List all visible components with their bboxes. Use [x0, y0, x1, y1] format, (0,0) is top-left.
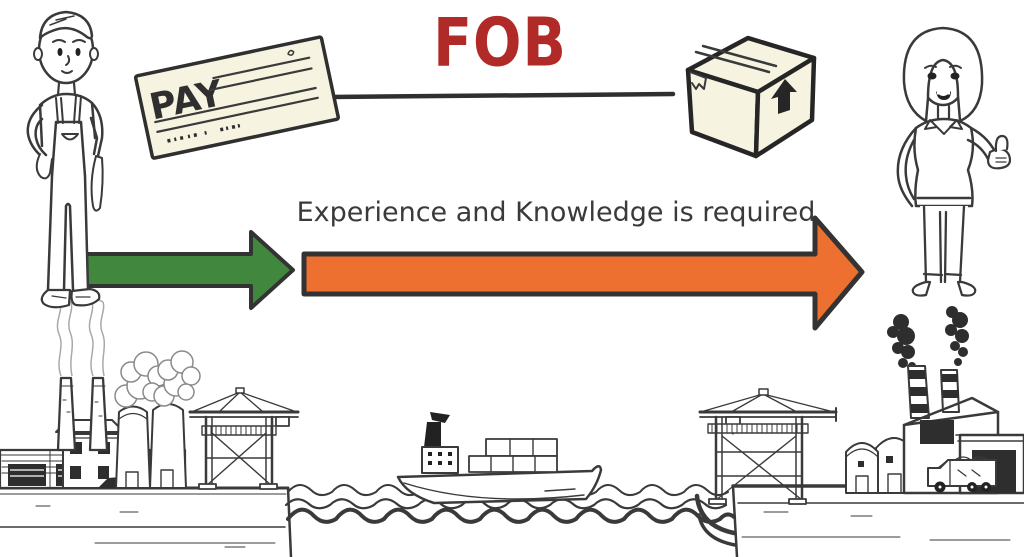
woman-eye: [950, 72, 960, 80]
buyer-character: [896, 26, 1012, 297]
woman-pants-fill: [920, 206, 968, 282]
box-tape-lines: [694, 44, 778, 74]
seller-character: [26, 10, 104, 309]
port-crane-right-icon: [698, 388, 838, 505]
silo-dome: [845, 442, 879, 494]
green-arrow-shape: [57, 230, 295, 310]
factory-left-icon: [0, 299, 201, 490]
man-eye: [75, 48, 81, 56]
orange-arrow-shape: [301, 215, 865, 331]
man-shoe: [40, 288, 72, 309]
orange-arrow-icon: [301, 215, 865, 331]
woman-eye: [927, 72, 937, 80]
truck-icon: [927, 456, 997, 493]
man-eye: [57, 48, 63, 56]
woman-shoe: [956, 280, 977, 297]
tower-steam: [114, 350, 201, 408]
package-box-icon: [685, 35, 817, 159]
page-title: FOB: [433, 4, 567, 82]
cooling-tower: [115, 405, 151, 489]
factory-smoke: [887, 306, 969, 370]
man-right-hand: [90, 155, 104, 212]
man-hair: [38, 10, 94, 40]
cargo-ship-icon: [396, 412, 603, 505]
woman-mouth: [936, 91, 951, 100]
cooling-tower: [149, 403, 187, 489]
check-to-box-line: [327, 91, 676, 100]
factory-right-icon: [845, 306, 1024, 495]
harbor-scene: [0, 299, 1024, 557]
left-dock: [0, 486, 293, 557]
green-arrow-icon: [57, 230, 295, 310]
woman-shoe: [911, 280, 932, 297]
man-trousers-fill: [50, 176, 88, 291]
right-dock: [694, 484, 1024, 557]
chimney: [88, 376, 109, 452]
chimney: [56, 376, 77, 452]
payment-check-icon: PAY: [133, 35, 340, 160]
port-crane-left-icon: [188, 387, 300, 490]
woman-thumb: [994, 134, 1009, 153]
woman-thumbs-up-hand: [986, 148, 1012, 170]
caption-text: Experience and Knowledge is required: [296, 197, 816, 228]
containers-upper: [485, 438, 558, 457]
man-left-hand: [35, 153, 53, 180]
box-torn-tape: [689, 71, 707, 90]
water-front-wave: [286, 507, 736, 524]
check-paper: [133, 35, 340, 160]
box-up-arrow-icon: [771, 79, 797, 114]
